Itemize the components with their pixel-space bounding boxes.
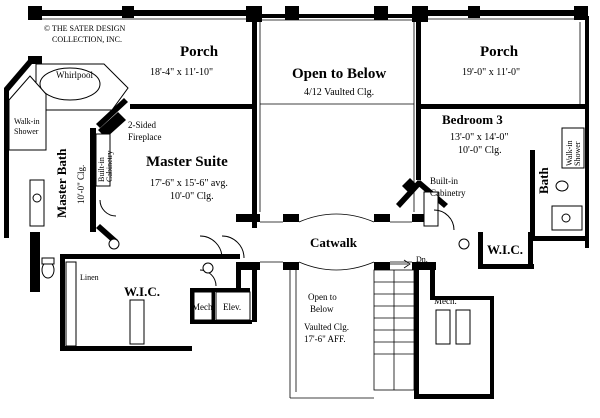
fireplace-line1: 2-Sided [128,120,156,130]
bedroom3-ceiling: 10'-0" Clg. [458,145,502,156]
elev-label: Elev. [223,302,241,312]
builtin-right-line2: Cabinetry [430,188,466,198]
fireplace-shape [98,112,126,138]
labels: © THE SATER DESIGN COLLECTION, INC. Porc… [14,24,582,344]
walk-in-shower-right-line1: Walk-in [565,140,574,166]
walk-in-shower-left-line1: Walk-in [14,117,40,126]
wic-right-name: W.I.C. [487,242,523,257]
master-suite-ceiling: 10'-0" Clg. [170,191,214,202]
walk-in-shower-right-line2: Shower [573,141,582,166]
mech-right-label: Mech. [434,296,457,306]
walls [4,6,589,399]
staircase [373,259,415,391]
dn-label: Dn. [416,255,428,264]
mech-left-label: Mech. [192,302,215,312]
builtin-cabinet-right [423,191,439,227]
open-below-bottom-line1: Open to [308,292,337,302]
copyright-line1: © THE SATER DESIGN [44,24,125,33]
whirlpool-basin [39,67,101,101]
porch-left-name: Porch [180,44,219,60]
bath-right-name: Bath [536,167,551,195]
vanity-left [29,179,45,227]
wic-shelf [129,299,145,345]
walk-in-shower-left-line2: Shower [14,127,39,136]
mech-right-unit-b [455,309,471,345]
open-below-top-name: Open to Below [292,66,386,82]
copyright-line2: COLLECTION, INC. [52,35,122,44]
mech-right-unit-a [435,309,451,345]
master-bath-ceiling: 10'-0" Clg. [76,165,86,204]
builtin-cabinet-left [95,133,111,187]
catwalk-name: Catwalk [310,235,358,250]
builtin-left-line1: Built-in [97,157,106,182]
builtin-left-line2: Cabinetry [105,150,114,182]
open-below-bottom-line3: Vaulted Clg. [304,322,349,332]
whirlpool-label: Whirlpool [56,70,93,80]
walk-in-shower-left [8,75,47,151]
mech-left-unit [193,291,213,321]
master-bath-name: Master Bath [54,148,69,218]
open-below-bottom-line4: 17'-6" AFF. [304,334,346,344]
linen-label: Linen [80,273,99,282]
porch-right-dims: 19'-0" x 11'-0" [462,67,520,78]
fireplace-line2: Fireplace [128,132,161,142]
bedroom3-name: Bedroom 3 [442,112,503,127]
toilet-right [555,180,569,192]
master-suite-dims: 17'-6" x 15'-6" avg. [150,178,228,189]
master-suite-name: Master Suite [146,154,228,170]
open-below-bottom-line2: Below [310,304,334,314]
porch-left-dims: 18'-4" x 11'-10" [150,67,213,78]
walk-in-shower-right [561,127,585,169]
wic-shelf-left [65,261,77,347]
wic-left-name: W.I.C. [124,284,160,299]
builtin-right-line1: Built-in [430,176,459,186]
porch-right-name: Porch [480,44,519,60]
fixtures [8,63,585,347]
railings [40,18,585,399]
open-below-top-note: 4/12 Vaulted Clg. [304,87,374,98]
elevator [215,291,251,321]
bedroom3-dims: 13'-0" x 14'-0" [450,132,508,143]
